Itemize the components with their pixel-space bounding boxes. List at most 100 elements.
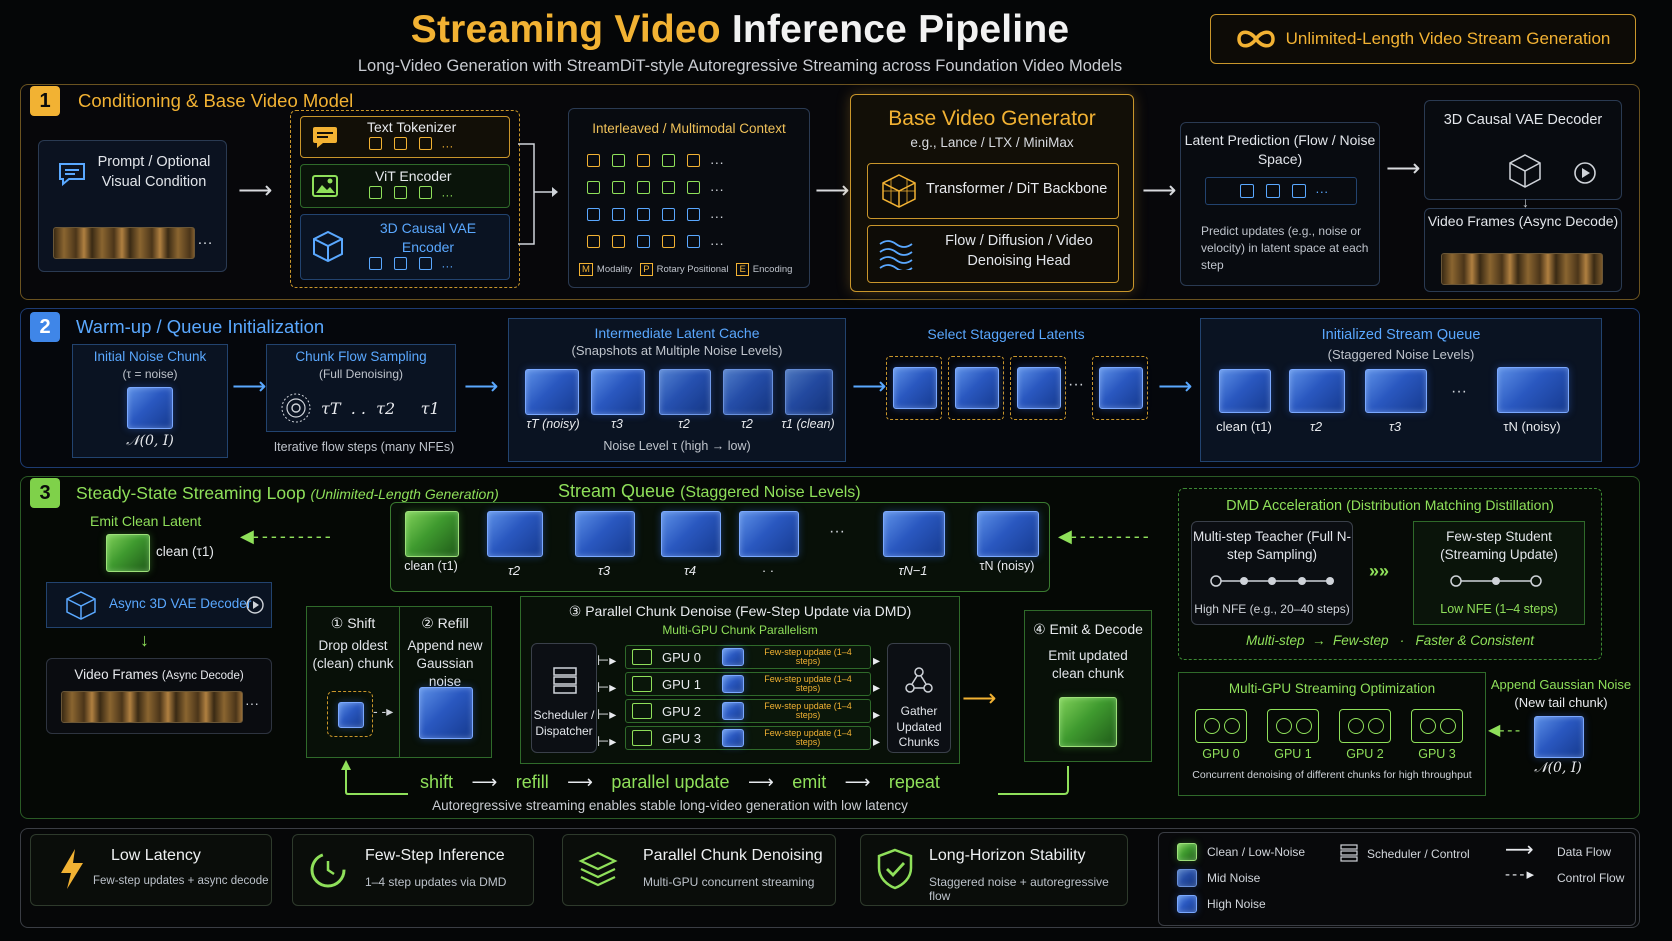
denoising-head: Flow / Diffusion / Video Denoising Head	[867, 225, 1119, 283]
parallel-denoise-box: ③ Parallel Chunk Denoise (Few-Step Updat…	[520, 596, 960, 764]
feature-few-step: Few-Step Inference 1–4 step updates via …	[292, 834, 534, 906]
feature-name: Parallel Chunk Denoising	[643, 847, 823, 864]
lightning-icon	[61, 849, 83, 889]
dmd-box: DMD Acceleration (Distribution Matching …	[1178, 488, 1602, 660]
dmd-title: DMD Acceleration (Distribution Matching …	[1226, 497, 1554, 514]
gpu-cube	[722, 648, 744, 666]
cache-cube	[591, 369, 645, 415]
generator-subtitle: e.g., Lance / LTX / MiniMax	[910, 135, 1074, 150]
gpu-cube	[722, 702, 744, 720]
ellipsis: …	[197, 231, 213, 248]
chat-icon	[313, 127, 337, 148]
fan	[1296, 718, 1312, 734]
gpu-label: GPU 3	[662, 730, 702, 746]
page-subtitle: Long-Video Generation with StreamDiT-sty…	[357, 57, 1123, 75]
cache-label: τ2	[741, 417, 753, 431]
gpu-cube	[722, 729, 744, 747]
legend-control-flow: Control Flow	[1557, 871, 1625, 885]
chevrons: »»	[1369, 561, 1390, 581]
feature-desc: Multi-GPU concurrent streaming	[643, 875, 815, 889]
fan	[1368, 718, 1384, 734]
emit-title: ④ Emit & Decode	[1033, 621, 1143, 637]
dashed-arrow: ‑ ‑▸	[373, 703, 394, 719]
few-step-label: Few-step update (1–4 steps)	[764, 700, 852, 720]
video-frames-title: Video Frames (Async Decode)	[74, 667, 244, 682]
initial-noise-label: Initial Noise Chunk	[93, 349, 207, 364]
queue-cube	[739, 511, 799, 557]
queue-clean-cube	[405, 511, 459, 557]
feature-stability: Long-Horizon Stability Staggered noise +…	[860, 834, 1128, 906]
refill-title: ② Refill	[421, 615, 469, 631]
stream-queue-box: ··· clean (τ1) τ2 τ3 τ4 · · τN−1 τN (noi…	[390, 502, 1050, 592]
token-squares: ···	[363, 137, 453, 153]
noise-dist: 𝒩(0, I)	[126, 433, 174, 449]
emit-clean-label: Emit Clean Latent	[90, 513, 202, 529]
legend-mid: Mid Noise	[1207, 871, 1261, 885]
mgpu-label: GPU 2	[1346, 747, 1384, 761]
queue-label: τ2	[1309, 419, 1323, 434]
tokenizer-group	[290, 110, 520, 288]
legend-mid-swatch	[1177, 869, 1197, 887]
gpu-card-icon	[1411, 709, 1463, 743]
cache-cube	[525, 369, 579, 415]
arrow: ⟶	[471, 772, 498, 792]
token-squares: ···	[363, 257, 453, 273]
unlimited-badge: Unlimited-Length Video Stream Generation	[1210, 14, 1636, 64]
few-step-label: Few-step update (1–4 steps)	[764, 727, 852, 747]
queue-cube	[977, 511, 1039, 557]
dropped-cube	[338, 702, 364, 728]
arrow: ⟶	[464, 373, 499, 400]
arrow: ⟶	[238, 177, 273, 204]
scheduler-label: Scheduler / Dispatcher	[533, 708, 595, 738]
teacher-label: Multi-step Teacher (Full N-step Sampling…	[1192, 529, 1352, 563]
vit-encoder: ViT Encoder ···	[300, 164, 510, 208]
play-icon	[246, 596, 264, 614]
queue-label: τ3	[1388, 419, 1402, 434]
queue-cube	[1497, 367, 1569, 413]
fan	[1276, 718, 1292, 734]
dashed-arrow-left: ◀‑ ‑ ‑	[1488, 722, 1520, 739]
stream-queue-title: Stream Queue (Staggered Noise Levels)	[558, 481, 861, 501]
queue-cube	[487, 511, 543, 557]
video-frames-box: Video Frames (Async Decode)	[1424, 208, 1622, 292]
queue-cube	[575, 511, 635, 557]
chunk-flow-sub: (Full Denoising)	[318, 367, 404, 381]
selected-cube	[893, 367, 937, 409]
arrow: ⟶	[844, 772, 871, 792]
multigpu-box: Multi-GPU Streaming Optimization GPU 0 G…	[1178, 672, 1486, 796]
gpu-card-icon	[1339, 709, 1391, 743]
feature-parallel: Parallel Chunk Denoising Multi-GPU concu…	[562, 834, 836, 906]
section-1-number: 1	[30, 86, 60, 116]
text-tokenizer-label: Text Tokenizer	[367, 119, 457, 135]
layers-icon	[578, 851, 618, 887]
cache-label: τ1 (clean)	[781, 417, 835, 431]
vae-decoder: 3D Causal VAE Decoder	[1424, 100, 1622, 200]
dmd-flow: Multi-step → Few-step · Faster & Consist…	[1245, 633, 1535, 648]
latent-prediction: Latent Prediction (Flow / Noise Space) ·…	[1180, 122, 1380, 286]
queue-cube	[1219, 369, 1271, 413]
initial-noise-box: Initial Noise Chunk (τ = noise) 𝒩(0, I)	[72, 344, 228, 458]
queue-title: Initialized Stream Queue	[1321, 327, 1481, 343]
text-tokenizer: Text Tokenizer ···	[300, 116, 510, 158]
solid-arrow-icon: ⟶	[1505, 839, 1534, 861]
feature-name: Low Latency	[111, 847, 201, 864]
cache-label: τ2	[678, 417, 690, 431]
student-steps	[1450, 575, 1542, 587]
latent-title: Latent Prediction (Flow / Noise Space)	[1184, 132, 1376, 167]
feature-low-latency: Low Latency Few-step updates + async dec…	[30, 834, 272, 906]
base-video-generator: Base Video Generator e.g., Lance / LTX /…	[850, 94, 1134, 292]
fan	[1204, 718, 1220, 734]
parallel-title: ③ Parallel Chunk Denoise (Few-Step Updat…	[568, 603, 912, 619]
image-icon	[312, 175, 338, 197]
gpu-chip-icon	[632, 703, 652, 719]
append-dist: 𝒩(0, I)	[1534, 760, 1582, 776]
gpu-card-icon	[1267, 709, 1319, 743]
video-frames-stream: Video Frames (Async Decode) ···	[46, 658, 272, 734]
shift-title: ① Shift	[330, 615, 376, 631]
teacher-nfe: High NFE (e.g., 20–40 steps)	[1194, 602, 1350, 616]
few-step-label: Few-step update (1–4 steps)	[764, 646, 852, 666]
latent-desc: Predict updates (e.g., noise or velocity…	[1201, 224, 1369, 272]
vae-decoder-label: 3D Causal VAE Decoder	[1443, 112, 1603, 128]
gpu-chip-icon	[632, 676, 652, 692]
